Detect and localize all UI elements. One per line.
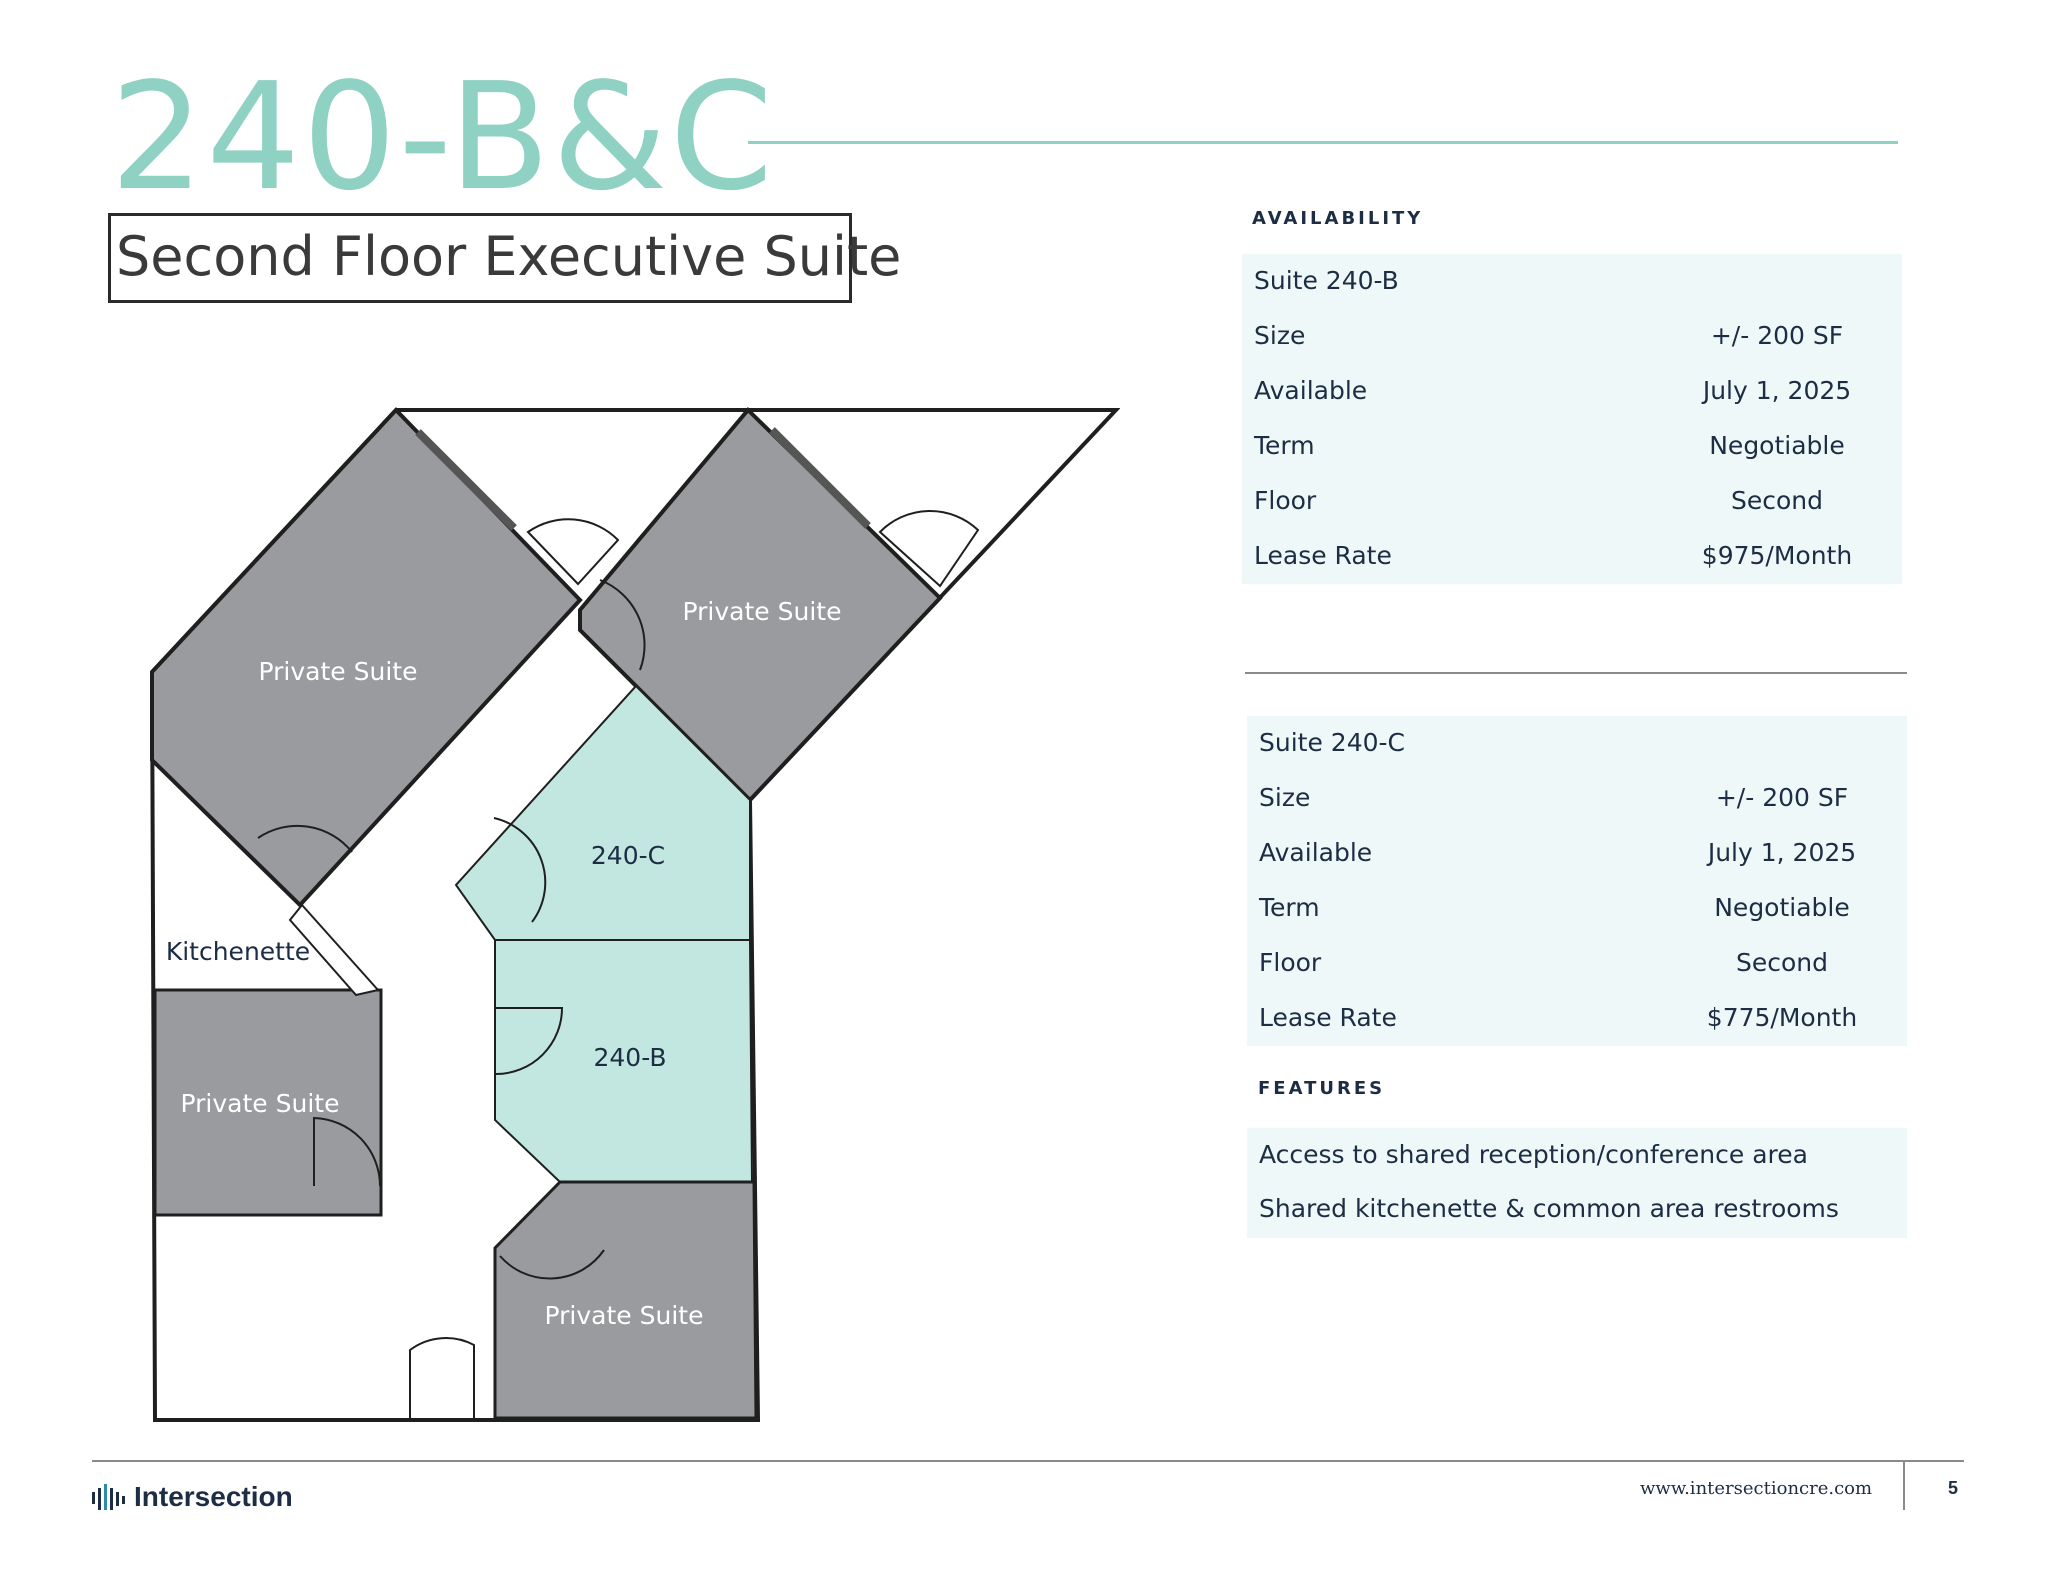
row-label: Available [1259,838,1373,867]
suite-name: Suite 240-B [1254,266,1399,295]
row-value: Negotiable [1709,431,1845,460]
page-number: 5 [1948,1478,1959,1498]
row-value: Negotiable [1714,893,1850,922]
logo-text: Intersection [134,1481,293,1512]
private-suite-top-left [150,407,583,908]
door-swing [526,518,620,586]
label-private-suite-bottom: Private Suite [545,1301,704,1330]
table-row: Size +/- 200 SF [1242,309,1902,363]
label-kitchenette: Kitchenette [166,937,310,966]
table-row: Lease Rate $975/Month [1242,529,1902,583]
features-panel: Access to shared reception/conference ar… [1247,1128,1907,1238]
row-value: Second [1730,486,1823,515]
private-suite-bottom [493,1180,758,1420]
door-swing [494,1007,564,1075]
page-title: 240-B&C [110,51,775,223]
bars-logo-icon [92,1484,125,1510]
table-row: Floor Second [1247,936,1907,990]
table-row: Term Negotiable [1242,419,1902,473]
table-row: Floor Second [1242,474,1902,528]
subtitle-box [108,213,852,303]
table-row: Available July 1, 2025 [1242,364,1902,418]
suite-240-b-panel: Suite 240-B Size +/- 200 SF Available July… [1242,254,1902,584]
row-label: Available [1254,376,1368,405]
door-swing [599,579,646,671]
features-heading: FEATURES [1258,1078,1386,1099]
table-row: Lease Rate $775/Month [1247,991,1907,1045]
suite-name: Suite 240-C [1259,728,1405,757]
suite-240-c-panel: Suite 240-C Size +/- 200 SF Available July… [1247,716,1907,1046]
table-row: Term Negotiable [1247,881,1907,935]
label-private-suite-left: Private Suite [181,1089,340,1118]
title-rule [748,141,1898,144]
door-swing [257,824,353,853]
door-swing [499,1249,605,1280]
row-label: Size [1259,783,1311,812]
website-link[interactable]: www.intersectioncre.com [1640,1478,1873,1499]
table-row: Available July 1, 2025 [1247,826,1907,880]
row-label: Floor [1254,486,1317,515]
private-suite-left [153,988,383,1217]
availability-heading: AVAILABILITY [1252,208,1424,229]
door-swing [878,509,980,588]
label-private-suite-top-right: Private Suite [683,597,842,626]
logo: Intersection [92,1480,293,1514]
feature-item: Access to shared reception/conference ar… [1259,1140,1808,1169]
suite-name-row: Suite 240-C [1247,716,1907,770]
feature-item: Shared kitchenette & common area restroo… [1259,1194,1839,1223]
door-swing [493,817,547,923]
row-value: +/- 200 SF [1715,783,1849,812]
row-label: Term [1254,431,1315,460]
footer-rule [92,1460,1964,1462]
entry-door [409,1337,475,1418]
row-label: Term [1259,893,1320,922]
row-label: Lease Rate [1254,541,1392,570]
label-240-c: 240-C [591,841,665,870]
row-value: July 1, 2025 [1702,376,1852,405]
row-value: $975/Month [1701,541,1853,570]
row-value: +/- 200 SF [1710,321,1844,350]
table-row: Size +/- 200 SF [1247,771,1907,825]
row-label: Floor [1259,948,1322,977]
row-value: July 1, 2025 [1707,838,1857,867]
page-subtitle: Second Floor Executive Suite [116,225,902,288]
footer-divider [1903,1462,1905,1510]
label-private-suite-top-left: Private Suite [259,657,418,686]
door-swing [313,1116,381,1187]
floor-plan: Private Suite Private Suite 240-C 240-B … [149,407,1120,1422]
window-mark [415,429,517,531]
row-value: $775/Month [1706,1003,1858,1032]
row-label: Lease Rate [1259,1003,1397,1032]
row-value: Second [1735,948,1828,977]
row-label: Size [1254,321,1306,350]
window-mark [769,427,871,529]
suite-name-row: Suite 240-B [1242,254,1902,308]
kitchenette-counter [288,903,380,997]
label-240-b: 240-B [594,1043,667,1072]
section-divider [1245,672,1907,674]
